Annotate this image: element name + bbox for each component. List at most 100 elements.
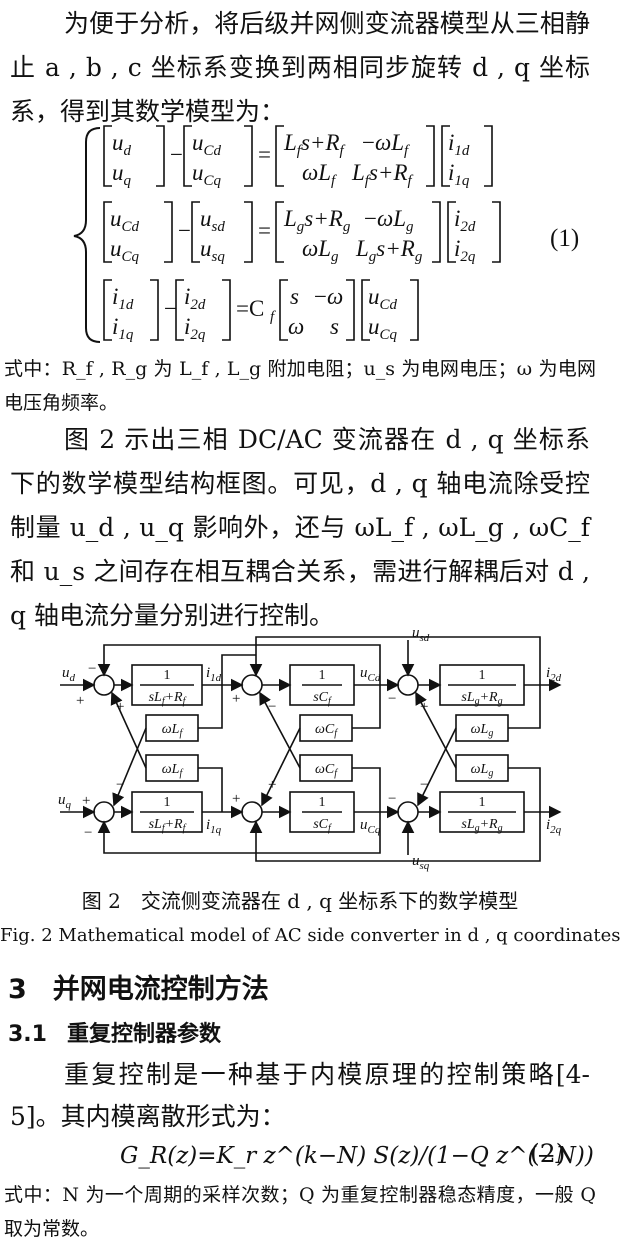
svg-text:usq: usq	[412, 853, 430, 872]
svg-text:uq: uq	[58, 792, 72, 811]
svg-text:i2d: i2d	[546, 665, 562, 684]
svg-text:+: +	[268, 777, 276, 793]
svg-text:−ω: −ω	[314, 284, 343, 309]
svg-text:i1d: i1d	[206, 665, 222, 684]
sum-node-1q	[93, 801, 115, 823]
section-title: 并网电流控制方法	[52, 974, 269, 1005]
svg-text:−: −	[388, 791, 396, 807]
svg-text:+: +	[116, 699, 124, 715]
svg-text:−: −	[88, 661, 96, 677]
svg-text:=C: =C	[236, 296, 264, 321]
svg-text:ωLf: ωLf	[162, 762, 184, 779]
svg-text:+: +	[82, 793, 90, 809]
svg-text:ωLg: ωLg	[471, 722, 494, 739]
svg-text:1: 1	[319, 795, 326, 810]
svg-text:Lgs+Rg: Lgs+Rg	[283, 206, 351, 235]
svg-text:sLg+Rg: sLg+Rg	[461, 817, 502, 834]
paragraph-intro: 为便于分析，将后级并网侧变流器模型从三相静止 a , b , c 坐标系变换到两…	[10, 9, 590, 126]
svg-text:i1d: i1d	[448, 130, 470, 159]
svg-text:−: −	[268, 699, 276, 715]
svg-text:−: −	[420, 777, 428, 793]
svg-text:+: +	[420, 699, 428, 715]
svg-text:ud: ud	[112, 130, 132, 159]
svg-text:=: =	[258, 218, 271, 243]
svg-text:1: 1	[164, 668, 171, 683]
svg-text:1: 1	[319, 668, 326, 683]
figure-caption-en: Fig. 2 Mathematical model of AC side con…	[0, 925, 621, 946]
svg-text:−: −	[116, 777, 124, 793]
svg-text:Lfs+Rf: Lfs+Rf	[351, 160, 414, 189]
svg-text:uCq: uCq	[368, 314, 398, 343]
svg-text:=: =	[258, 142, 271, 167]
svg-text:i2q: i2q	[184, 314, 206, 343]
svg-text:uCd: uCd	[192, 130, 222, 159]
eq1-row1: ud uq − uCd uCq = Lfs+Rf −ωLf ωLf Lfs+Rf…	[103, 125, 493, 189]
svg-text:ωLf: ωLf	[302, 160, 337, 189]
equation-1: ud uq − uCd uCq = Lfs+Rf −ωLf ωLf Lfs+Rf…	[73, 125, 579, 343]
svg-text:ωLf: ωLf	[162, 722, 184, 739]
svg-text:Lfs+Rf: Lfs+Rf	[283, 130, 346, 159]
svg-text:ωCf: ωCf	[315, 762, 338, 779]
sum-node-cd	[241, 674, 263, 696]
svg-text:ω: ω	[288, 314, 304, 339]
svg-text:uCd: uCd	[360, 665, 381, 684]
equation-2-definitions: 式中：N 为一个周期的采样次数；Q 为重复控制器稳态精度，一般 Q 取为常数。	[4, 1184, 596, 1240]
svg-text:usq: usq	[200, 236, 225, 265]
svg-text:ωLg: ωLg	[302, 236, 339, 265]
svg-text:ud: ud	[62, 665, 76, 684]
subsection-number: 3.1	[8, 1022, 47, 1047]
svg-text:−ωLf: −ωLf	[362, 130, 410, 159]
svg-text:ωCf: ωCf	[315, 722, 338, 739]
svg-text:i1q: i1q	[112, 314, 134, 343]
svg-text:f: f	[270, 309, 276, 325]
svg-text:1: 1	[164, 795, 171, 810]
equation-1-definitions: 式中：R_f , R_g 为 L_f , L_g 附加电阻；u_s 为电网电压；…	[4, 358, 596, 414]
svg-text:sLf+Rf: sLf+Rf	[149, 817, 187, 834]
svg-text:sCf: sCf	[313, 690, 332, 707]
svg-text:−ωLg: −ωLg	[364, 206, 414, 235]
sum-node-1d	[93, 674, 115, 696]
equation-2: G_R(z)=K_r z^(k−N) S(z)/(1−Q z^(−N))	[120, 1143, 594, 1169]
equation-2-number: (2)	[530, 1139, 566, 1168]
sum-node-cq	[241, 801, 263, 823]
section-heading: 3 并网电流控制方法	[8, 970, 269, 1010]
svg-text:1: 1	[479, 668, 486, 683]
sum-node-2q	[397, 801, 419, 823]
eq1-number: (1)	[550, 225, 579, 252]
svg-text:usd: usd	[412, 625, 430, 644]
svg-text:sCf: sCf	[313, 817, 332, 834]
svg-text:−: −	[388, 691, 396, 707]
svg-text:i2q: i2q	[454, 236, 476, 265]
svg-text:+: +	[76, 693, 84, 709]
figure-2-block-diagram: 1 sLf+Rf 1 sLf+Rf 1 sCf 1 sCf 1 sLg+Rg 1…	[58, 625, 562, 872]
svg-text:s: s	[290, 284, 299, 309]
svg-text:i2d: i2d	[454, 206, 476, 235]
paragraph-figure-description: 图 2 示出三相 DC/AC 变流器在 d , q 坐标系下的数学模型结构框图。…	[10, 425, 590, 630]
svg-text:uCd: uCd	[110, 206, 140, 235]
svg-text:i1d: i1d	[112, 284, 134, 313]
svg-text:i1q: i1q	[448, 160, 470, 189]
paragraph-repetitive-control: 重复控制是一种基于内模原理的控制策略[4-5]。其内模离散形式为：	[10, 1060, 590, 1131]
svg-text:uCq: uCq	[360, 817, 381, 836]
svg-text:uCq: uCq	[110, 236, 140, 265]
svg-text:Lgs+Rg: Lgs+Rg	[355, 236, 423, 265]
svg-text:+: +	[232, 791, 240, 807]
svg-text:i2d: i2d	[184, 284, 206, 313]
svg-text:i2q: i2q	[546, 817, 562, 836]
svg-text:−: −	[170, 142, 183, 167]
svg-text:uCd: uCd	[368, 284, 398, 313]
figure-caption-cn: 图 2 交流侧变流器在 d , q 坐标系下的数学模型	[81, 889, 519, 913]
section-number: 3	[8, 974, 27, 1005]
svg-text:uCq: uCq	[192, 160, 222, 189]
eq1-row2: uCd uCq − usd usq = Lgs+Rg −ωLg ωLg Lgs+…	[103, 201, 501, 265]
svg-text:sLf+Rf: sLf+Rf	[149, 690, 187, 707]
svg-text:sLg+Rg: sLg+Rg	[461, 690, 502, 707]
svg-text:i1q: i1q	[206, 817, 222, 836]
svg-text:ωLg: ωLg	[471, 762, 494, 779]
subsection-title: 重复控制器参数	[66, 1022, 221, 1047]
svg-text:uq: uq	[112, 160, 132, 189]
svg-text:+: +	[232, 691, 240, 707]
svg-text:usd: usd	[200, 206, 225, 235]
svg-text:s: s	[330, 314, 339, 339]
eq1-row3: i1d i1q − i2d i2q =C f s −ω ω s uCd uCq	[103, 279, 419, 343]
